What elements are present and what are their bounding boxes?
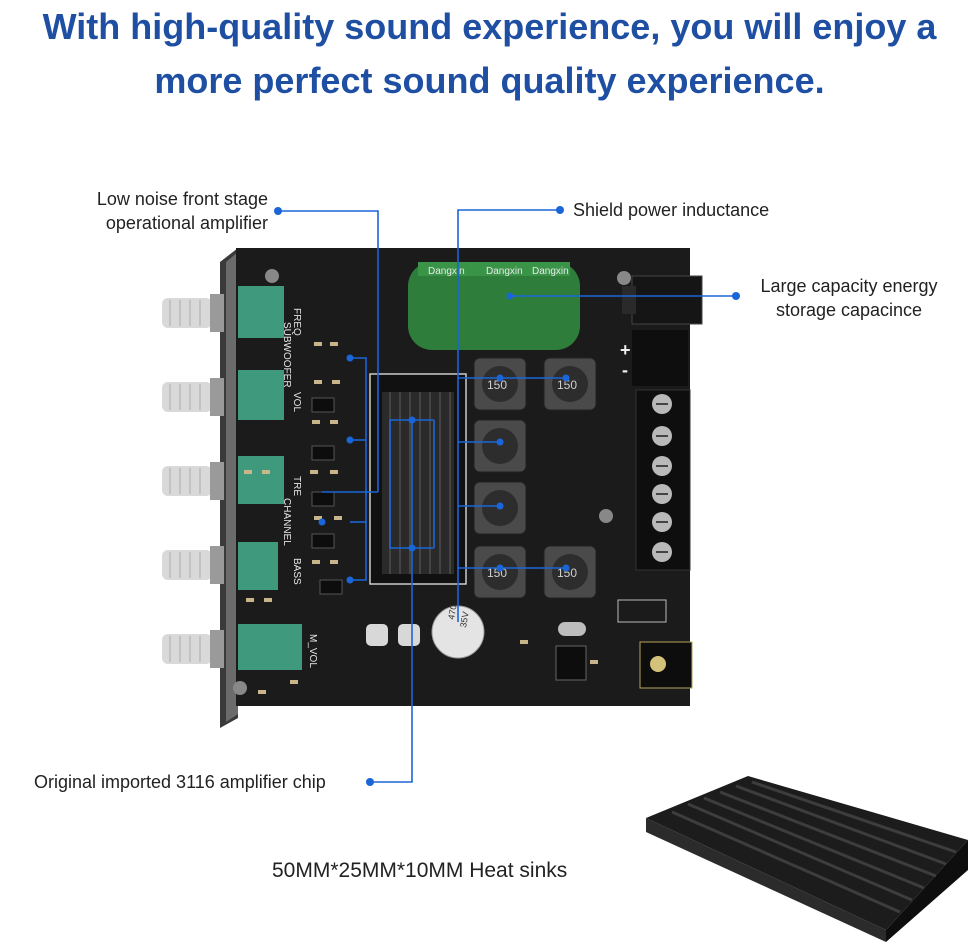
knob-subwoofer-vol[interactable] — [162, 378, 224, 416]
label-subwoofer: SUBWOOFER — [281, 322, 292, 388]
audio-jack — [639, 641, 693, 689]
label-freq: FREQ — [291, 308, 302, 336]
potentiometer — [238, 542, 278, 590]
headline-line-2: more perfect sound quality experience. — [154, 60, 825, 101]
label-vol: VOL — [291, 392, 302, 412]
callout-capacitor: Large capacity energy storage capacince — [744, 274, 954, 322]
knob-master-vol[interactable] — [162, 630, 224, 668]
inductor-value: 150 — [557, 378, 577, 392]
callout-op-amp-line-1: Low noise front stage — [96, 189, 268, 209]
knob-freq[interactable] — [162, 294, 224, 332]
small-capacitor-voltage: 35V — [458, 611, 471, 629]
potentiometer — [238, 456, 284, 504]
smd-components — [244, 342, 598, 694]
bluetooth-antenna — [617, 599, 667, 623]
small-capacitor: 470 35V — [431, 604, 485, 659]
knob-bass[interactable] — [162, 546, 224, 584]
side-panel — [220, 248, 238, 728]
callout-inductance: Shield power inductance — [573, 200, 770, 220]
inductor-value: 150 — [487, 378, 507, 392]
capacitor-brand: Dangxin — [532, 266, 569, 277]
smd-ic-chips — [311, 397, 343, 595]
potentiometer — [238, 624, 302, 670]
capacitor-brand: Dangxin — [486, 266, 523, 277]
label-bass: BASS — [291, 558, 302, 585]
label-tre: TRE — [291, 476, 302, 496]
label-m-vol: M_VOL — [307, 634, 318, 668]
screw-terminal-block — [635, 389, 691, 571]
crystal-oscillator — [558, 622, 586, 636]
polarity-minus: - — [622, 360, 628, 380]
label-channel: CHANNEL — [281, 498, 292, 546]
mounting-hole — [599, 509, 613, 523]
inductor: 150 — [543, 357, 597, 411]
knob-treble[interactable] — [162, 462, 224, 500]
dc-power-jack — [622, 275, 703, 325]
callout-capacitor-line-1: Large capacity energy — [760, 276, 938, 296]
heat-sink-product — [646, 776, 968, 942]
small-capacitor-pair — [366, 624, 420, 646]
mounting-hole — [617, 271, 631, 285]
leader-lines — [274, 206, 740, 786]
inductor: 150 — [543, 545, 597, 599]
potentiometer — [238, 370, 284, 420]
headline: With high-quality sound experience, you … — [0, 0, 979, 108]
headline-line-1: With high-quality sound experience, you … — [42, 6, 937, 47]
callout-op-amp-line-2: operational amplifier — [105, 213, 268, 233]
capacitor-brand: Dangxin — [428, 266, 465, 277]
bluetooth-chip — [555, 645, 587, 681]
mounting-hole — [233, 681, 247, 695]
inductor: 150 — [473, 545, 527, 599]
inductor-value: 150 — [557, 566, 577, 580]
heat-sink-caption: 50MM*25MM*10MM Heat sinks — [272, 859, 568, 882]
callout-op-amp: Low noise front stage operational amplif… — [72, 187, 268, 235]
inductor: 150 — [473, 357, 527, 411]
electrolytic-capacitor: Dangxin Dangxin Dangxin — [408, 262, 580, 350]
dc-bracket — [632, 330, 688, 386]
potentiometer — [238, 286, 284, 338]
polarity-plus: + — [620, 340, 631, 360]
callout-capacitor-line-2: storage capacince — [775, 300, 923, 320]
inductor — [473, 419, 527, 473]
mounting-hole — [265, 269, 279, 283]
small-capacitor-value: 470 — [446, 604, 458, 621]
callout-chip: Original imported 3116 amplifier chip — [34, 772, 326, 792]
